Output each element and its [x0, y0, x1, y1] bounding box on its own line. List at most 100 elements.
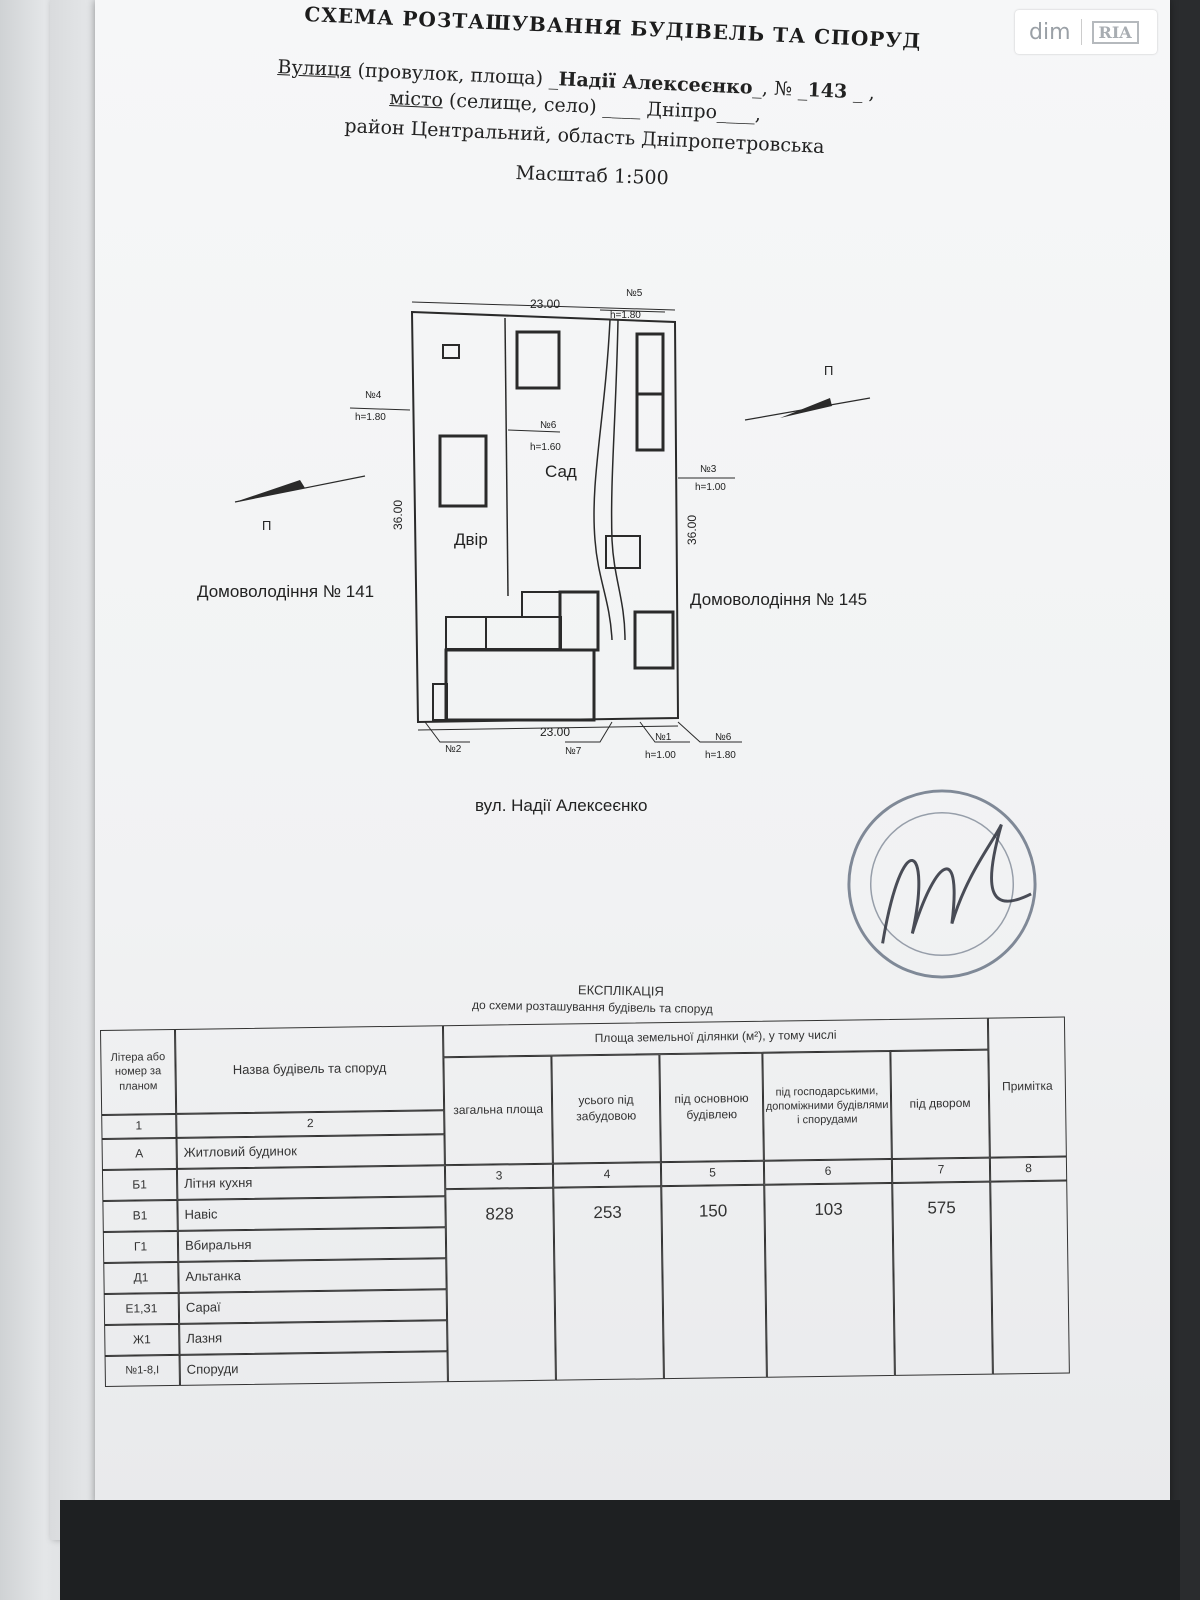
fence-tag-6a-id: №6	[540, 420, 557, 431]
watermark-mark: RIA	[1091, 20, 1139, 44]
value-main-building: 150	[661, 1184, 767, 1380]
fence-tag-7-id: №7	[565, 746, 582, 757]
north-arrow-right-head	[780, 398, 832, 418]
fence-tag-1-h: h=1.00	[645, 750, 676, 761]
value-yard: 575	[892, 1181, 993, 1376]
col-number-3: 3	[444, 1163, 554, 1190]
fence-tag-leader-1	[639, 721, 690, 743]
row-letter: А	[101, 1137, 177, 1170]
value-built-area: 253	[553, 1186, 664, 1381]
fence-tag-3-id: №3	[700, 464, 717, 475]
north-mark-left: П	[262, 518, 271, 533]
building-zh1	[558, 590, 600, 652]
neighbor-right-label: Домоволодіння № 145	[690, 590, 868, 609]
watermark-logo: dim RIA	[1015, 10, 1157, 54]
header-col2: Назва будівель та споруд	[174, 1025, 445, 1114]
site-plan: 23.00 23.00 36.00 36.00 №4 h=1.80 №6 h=1…	[235, 288, 834, 761]
building-g1	[515, 330, 561, 390]
fence-tag-leader-2	[424, 721, 470, 743]
fence-tag-6b-h: h=1.80	[705, 750, 736, 761]
header-col5: під основною будівлею	[659, 1052, 764, 1163]
official-stamp	[847, 789, 1037, 979]
fence-tag-leader-7	[565, 721, 613, 743]
garden-label: Сад	[545, 462, 577, 481]
row-letter: Д1	[103, 1261, 179, 1294]
building-b1	[633, 610, 675, 670]
yard-label: Двір	[454, 530, 488, 549]
row-letter: №1-8,І	[104, 1354, 180, 1387]
dimension-bottom	[417, 725, 679, 731]
row-name: Літня кухня	[176, 1165, 446, 1200]
col-number-5: 5	[660, 1160, 765, 1187]
value-note	[990, 1180, 1070, 1375]
neighbor-left-label: Домоволодіння № 141	[197, 582, 375, 601]
col-number-8: 8	[989, 1156, 1068, 1182]
col-number-1: 1	[101, 1113, 177, 1139]
value-auxiliary: 103	[764, 1182, 895, 1378]
document-page	[95, 0, 1170, 1505]
dim-top: 23.00	[530, 297, 560, 311]
building-v1	[605, 535, 641, 569]
north-arrow-left-head	[235, 480, 305, 502]
row-name: Споруди	[179, 1351, 448, 1386]
row-name: Навіс	[177, 1196, 446, 1231]
building-a2	[485, 616, 562, 650]
building-a-main	[444, 648, 596, 722]
explication-title: ЕКСПЛІКАЦІЯ	[577, 982, 664, 999]
fence-tag-5-h: h=1.80	[610, 310, 641, 321]
fence-tag-leader-6a	[507, 429, 561, 433]
building-a3	[521, 591, 561, 618]
dark-background-bottom	[60, 1500, 1180, 1600]
row-name: Вбиральня	[177, 1227, 447, 1262]
header-col4: усього під забудовою	[551, 1054, 661, 1164]
row-letter: Е1,З1	[103, 1292, 180, 1325]
row-letter: Ж1	[104, 1323, 180, 1356]
fence-tag-6a-h: h=1.60	[530, 442, 561, 453]
building-small-a	[432, 683, 448, 721]
fence-tag-1-id: №1	[655, 732, 672, 743]
row-letter: В1	[102, 1199, 178, 1232]
fence-tag-6b-id: №6	[715, 732, 732, 743]
header-col8: Примітка	[987, 1016, 1067, 1158]
fence-tag-leader-5	[599, 309, 666, 313]
dimension-top	[411, 301, 676, 311]
row-name: Лазня	[179, 1320, 448, 1355]
garden-path-right	[610, 319, 626, 641]
yard-garden-divider	[504, 317, 509, 597]
header-col1: Літера або номер за планом	[100, 1028, 177, 1115]
garden-path-left	[593, 319, 613, 641]
explication-table: Літера або номер за планом Назва будівел…	[100, 1016, 1095, 1423]
building-d1	[438, 434, 488, 508]
col-number-6: 6	[763, 1158, 893, 1185]
header-col3: загальна площа	[443, 1055, 553, 1166]
value-total-area: 828	[445, 1187, 556, 1383]
well-icon	[442, 344, 460, 359]
dim-right: 36.00	[685, 515, 699, 545]
fence-tag-4-h: h=1.80	[355, 412, 386, 423]
building-a1	[445, 616, 487, 650]
header-col7: під двором	[890, 1049, 990, 1159]
row-letter: Г1	[102, 1230, 179, 1263]
dim-bottom: 23.00	[540, 725, 570, 739]
col-number-4: 4	[552, 1162, 662, 1188]
row-name: Сараї	[178, 1289, 448, 1324]
fence-tag-4-id: №4	[365, 390, 382, 401]
fence-tag-5-id: №5	[626, 288, 643, 299]
row-name: Альтанка	[178, 1258, 447, 1293]
fence-tag-leader-6b	[677, 721, 742, 743]
row-name: Житловий будинок	[176, 1134, 445, 1169]
fence-tag-leader-4	[349, 407, 411, 411]
building-z1	[635, 392, 665, 452]
row-letter: Б1	[101, 1168, 178, 1201]
watermark-divider	[1080, 19, 1082, 45]
plot-boundary	[410, 310, 680, 724]
watermark-brand: dim	[1029, 19, 1071, 45]
fence-tag-3-h: h=1.00	[695, 482, 726, 493]
street-caption: вул. Надії Алексеєнко	[475, 796, 648, 815]
fence-tag-2-id: №2	[445, 744, 462, 755]
north-mark-right: П	[824, 363, 833, 378]
dim-left: 36.00	[391, 500, 405, 530]
building-e1	[635, 332, 665, 396]
header-col6: під господарськими, допоміжними будівлям…	[762, 1050, 892, 1161]
col-number-7: 7	[891, 1157, 991, 1183]
